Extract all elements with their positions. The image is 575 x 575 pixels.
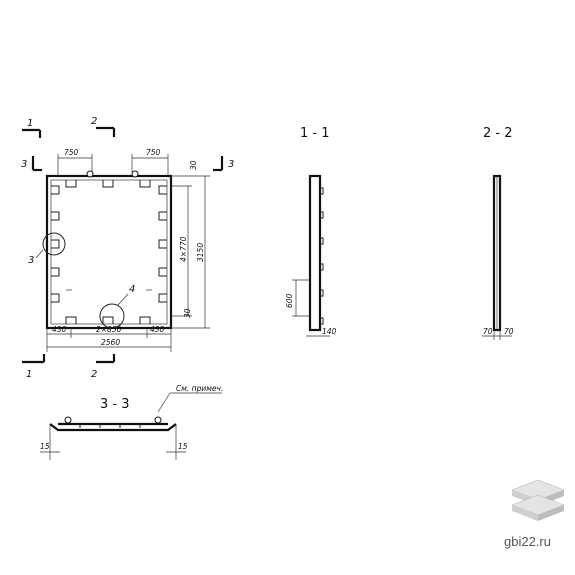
section-1-1: 1 - 1 600 140 (285, 126, 337, 337)
svg-text:15: 15 (178, 442, 188, 451)
svg-text:30: 30 (189, 160, 198, 170)
svg-text:600: 600 (285, 293, 294, 308)
svg-text:70: 70 (483, 327, 493, 336)
svg-text:3: 3 (228, 159, 234, 170)
svg-text:2: 2 (91, 369, 97, 380)
plan-view: 3 4 1 2 1 2 3 3 750 (21, 116, 234, 380)
section-1-1-title: 1 - 1 (300, 126, 330, 141)
lifting-loop-left (86, 170, 94, 178)
callout-circle-3 (42, 232, 66, 256)
svg-text:2560: 2560 (101, 338, 120, 347)
embedded-plates-left (51, 185, 60, 303)
svg-text:430: 430 (52, 325, 67, 334)
watermark-text: gbi22.ru (504, 534, 551, 549)
svg-text:15: 15 (40, 442, 50, 451)
svg-text:2×850: 2×850 (96, 325, 122, 334)
cut-markers: 1 2 1 2 3 3 (21, 116, 234, 380)
svg-text:3: 3 (21, 159, 27, 170)
dimensions-top: 750 750 30 (57, 148, 198, 176)
svg-text:30: 30 (183, 308, 192, 318)
svg-text:750: 750 (64, 148, 79, 157)
svg-text:2: 2 (91, 116, 97, 127)
section-2-2-title: 2 - 2 (483, 126, 513, 141)
svg-text:1: 1 (27, 118, 33, 129)
embedded-plates-right (158, 185, 167, 303)
svg-text:430: 430 (150, 325, 165, 334)
callout-label-4: 4 (129, 284, 135, 295)
callout-circle-4 (99, 303, 125, 329)
section-2-2: 2 - 2 70 70 (482, 126, 514, 340)
svg-text:4×770: 4×770 (179, 236, 188, 262)
svg-text:750: 750 (146, 148, 161, 157)
section-3-3-note: См. примеч. (176, 384, 223, 393)
svg-text:70: 70 (504, 327, 514, 336)
section-3-3: 3 - 3 См. примеч. 15 15 (40, 384, 223, 460)
lifting-loop-right (131, 170, 139, 178)
section-3-3-title: 3 - 3 (100, 397, 130, 412)
watermark-logo (511, 479, 565, 521)
embedded-plates-bottom (65, 316, 151, 324)
svg-text:3150: 3150 (196, 243, 205, 262)
svg-text:140: 140 (322, 327, 337, 336)
slab-inner-outline (50, 179, 168, 325)
slab-outline (45, 174, 173, 330)
embedded-plates-top (65, 180, 151, 188)
callout-label-3: 3 (28, 255, 34, 266)
svg-text:1: 1 (26, 369, 32, 380)
dimensions-bottom: 430 2×850 430 2560 (46, 325, 172, 352)
dimensions-right: 4×770 3150 30 (171, 175, 210, 329)
